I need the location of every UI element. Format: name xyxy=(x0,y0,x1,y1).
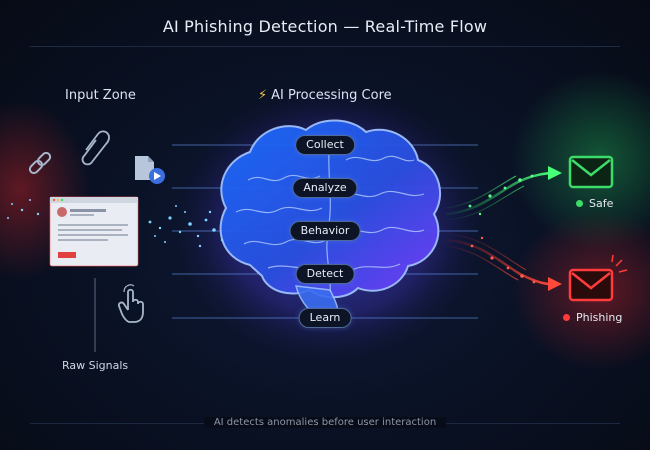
stage-collect: Collect xyxy=(295,135,355,155)
stage-learn: Learn xyxy=(298,308,352,328)
input-zone-label: Input Zone xyxy=(65,88,136,103)
data-particles xyxy=(7,199,224,248)
email-window-icon xyxy=(49,196,139,267)
envelope-safe-icon xyxy=(568,155,614,189)
phishing-label-text: Phishing xyxy=(576,311,623,324)
lightning-icon: ⚡ xyxy=(258,88,268,103)
envelope-phishing-icon xyxy=(568,254,628,302)
footer-caption: AI detects anomalies before user interac… xyxy=(0,417,650,428)
page-title: AI Phishing Detection — Real-Time Flow xyxy=(162,17,488,36)
safe-dot xyxy=(576,200,583,207)
phishing-stream xyxy=(445,233,562,291)
link-icon xyxy=(28,151,52,175)
core-label-text: AI Processing Core xyxy=(271,88,392,103)
document-video-icon xyxy=(135,156,165,184)
phishing-label: Phishing xyxy=(563,311,622,324)
raw-signals-label: Raw Signals xyxy=(62,359,129,372)
safe-label: Safe xyxy=(576,197,613,210)
stage-detect: Detect xyxy=(295,264,355,284)
paperclip-icon xyxy=(81,130,110,166)
pointer-hand-icon xyxy=(117,284,144,323)
stage-behavior: Behavior xyxy=(289,221,361,241)
footer-text: AI detects anomalies before user interac… xyxy=(203,417,447,428)
title-divider xyxy=(30,46,620,47)
stage-analyze: Analyze xyxy=(292,178,358,198)
safe-stream xyxy=(445,166,562,221)
core-label: ⚡AI Processing Core xyxy=(258,88,392,103)
phishing-dot xyxy=(563,314,570,321)
safe-label-text: Safe xyxy=(589,197,614,210)
